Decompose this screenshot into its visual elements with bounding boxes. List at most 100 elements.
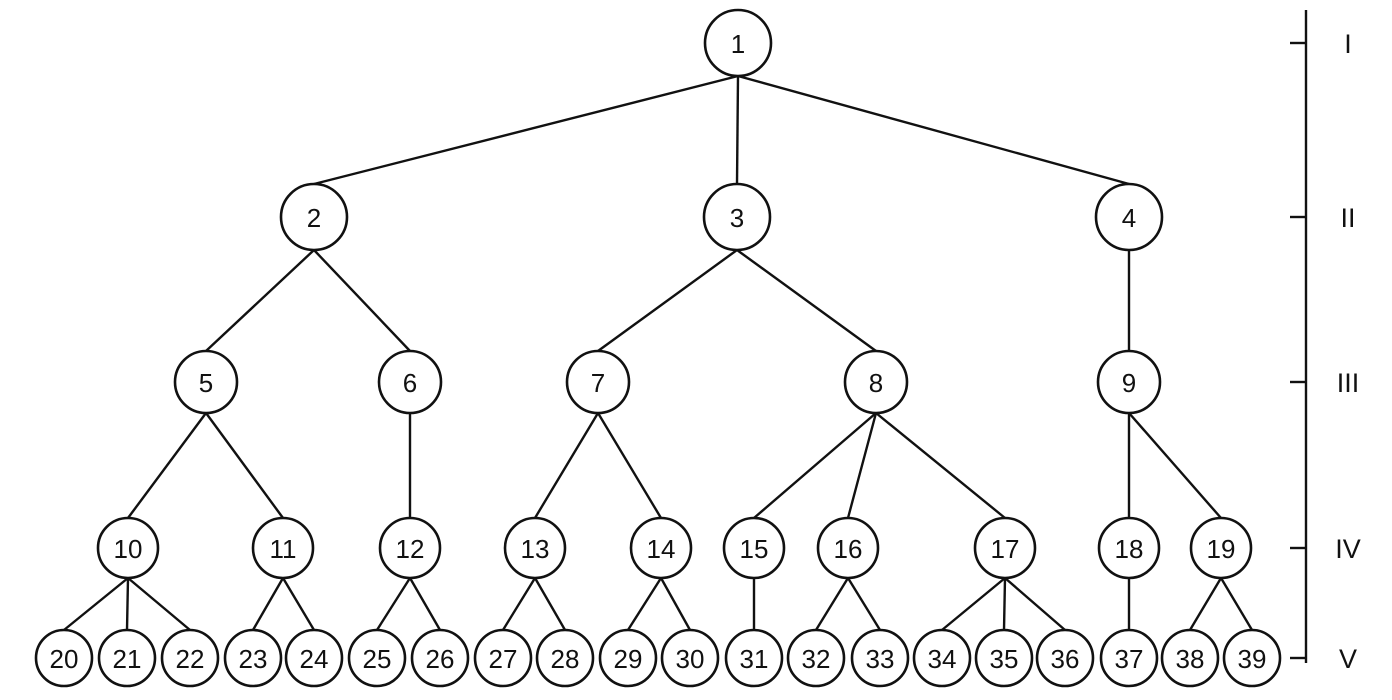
edge-17-34: [941, 577, 1006, 631]
node-label: 6: [403, 368, 417, 398]
edge-10-21: [125, 577, 130, 631]
node-label: 36: [1051, 644, 1080, 674]
node-label: 34: [928, 644, 957, 674]
tree-node-8: 8: [843, 349, 909, 415]
node-circle: [1097, 516, 1161, 580]
tree-node-21: 21: [97, 628, 157, 688]
edge-12-25: [375, 577, 412, 631]
edge-9-19: [1128, 412, 1222, 519]
node-circle: [473, 628, 533, 688]
node-label: 26: [426, 644, 455, 674]
node-label: 25: [363, 644, 392, 674]
node-circle: [173, 349, 239, 415]
tree-node-38: 38: [1160, 628, 1220, 688]
node-circle: [535, 628, 595, 688]
edge-2-6: [313, 249, 411, 352]
node-label: 16: [834, 534, 863, 564]
edge-3-7: [597, 249, 738, 352]
node-label: 35: [990, 644, 1019, 674]
node-circle: [34, 628, 94, 688]
node-circle: [660, 628, 720, 688]
node-circle: [347, 628, 407, 688]
node-label: 31: [740, 644, 769, 674]
tree-node-36: 36: [1035, 628, 1095, 688]
tree-node-10: 10: [96, 516, 160, 580]
tree-node-32: 32: [786, 628, 846, 688]
tree-node-22: 22: [160, 628, 220, 688]
node-label: 29: [614, 644, 643, 674]
tree-node-2: 2: [279, 182, 349, 252]
edge-5-11: [205, 412, 284, 519]
edge-13-27: [501, 577, 537, 631]
node-circle: [786, 628, 846, 688]
node-label: 30: [676, 644, 705, 674]
node-circle: [1189, 516, 1253, 580]
node-label: 22: [176, 644, 205, 674]
node-circle: [816, 516, 880, 580]
node-label: 13: [521, 534, 550, 564]
edge-10-20: [63, 577, 129, 631]
tree-node-31: 31: [724, 628, 784, 688]
tree-node-30: 30: [660, 628, 720, 688]
tree-node-25: 25: [347, 628, 407, 688]
tree-node-3: 3: [702, 182, 772, 252]
edge-5-10: [127, 412, 207, 519]
node-circle: [284, 628, 344, 688]
node-label: 14: [647, 534, 676, 564]
tree-node-20: 20: [34, 628, 94, 688]
tree-node-39: 39: [1222, 628, 1282, 688]
node-label: 39: [1238, 644, 1267, 674]
node-circle: [724, 628, 784, 688]
edge-1-2: [313, 74, 739, 186]
level-label: I: [1344, 29, 1352, 59]
node-label: 19: [1207, 534, 1236, 564]
node-label: 37: [1115, 644, 1144, 674]
tree-node-35: 35: [974, 628, 1034, 688]
node-label: 15: [740, 534, 769, 564]
node-label: 21: [113, 644, 142, 674]
node-label: 7: [591, 368, 605, 398]
tree-node-18: 18: [1097, 516, 1161, 580]
node-circle: [565, 349, 631, 415]
tree-node-16: 16: [816, 516, 880, 580]
edge-7-13: [533, 412, 600, 519]
tree-node-6: 6: [377, 349, 443, 415]
tree-node-17: 17: [973, 516, 1037, 580]
node-circle: [279, 182, 349, 252]
edges-layer: [63, 74, 1254, 631]
tree-node-5: 5: [173, 349, 239, 415]
node-label: 3: [730, 203, 744, 233]
node-label: 28: [551, 644, 580, 674]
node-label: 17: [991, 534, 1020, 564]
edge-19-39: [1219, 577, 1254, 631]
node-circle: [702, 182, 772, 252]
edge-7-14: [596, 412, 663, 519]
tree-node-33: 33: [850, 628, 910, 688]
edge-2-5: [205, 249, 315, 352]
tree-node-14: 14: [629, 516, 693, 580]
level-label: V: [1339, 644, 1357, 674]
node-circle: [160, 628, 220, 688]
edge-11-24: [281, 577, 316, 631]
node-circle: [598, 628, 658, 688]
node-label: 11: [270, 534, 297, 564]
node-circle: [96, 516, 160, 580]
node-label: 33: [866, 644, 895, 674]
node-circle: [223, 628, 283, 688]
edge-16-33: [846, 577, 882, 631]
node-label: 18: [1115, 534, 1144, 564]
tree-node-19: 19: [1189, 516, 1253, 580]
edge-19-38: [1188, 577, 1223, 631]
node-circle: [974, 628, 1034, 688]
edge-8-17: [875, 412, 1006, 519]
node-circle: [973, 516, 1037, 580]
node-circle: [377, 349, 443, 415]
tree-node-29: 29: [598, 628, 658, 688]
node-label: 9: [1122, 368, 1136, 398]
edge-8-15: [753, 412, 877, 519]
node-label: 12: [396, 534, 425, 564]
node-circle: [843, 349, 909, 415]
node-label: 8: [869, 368, 883, 398]
